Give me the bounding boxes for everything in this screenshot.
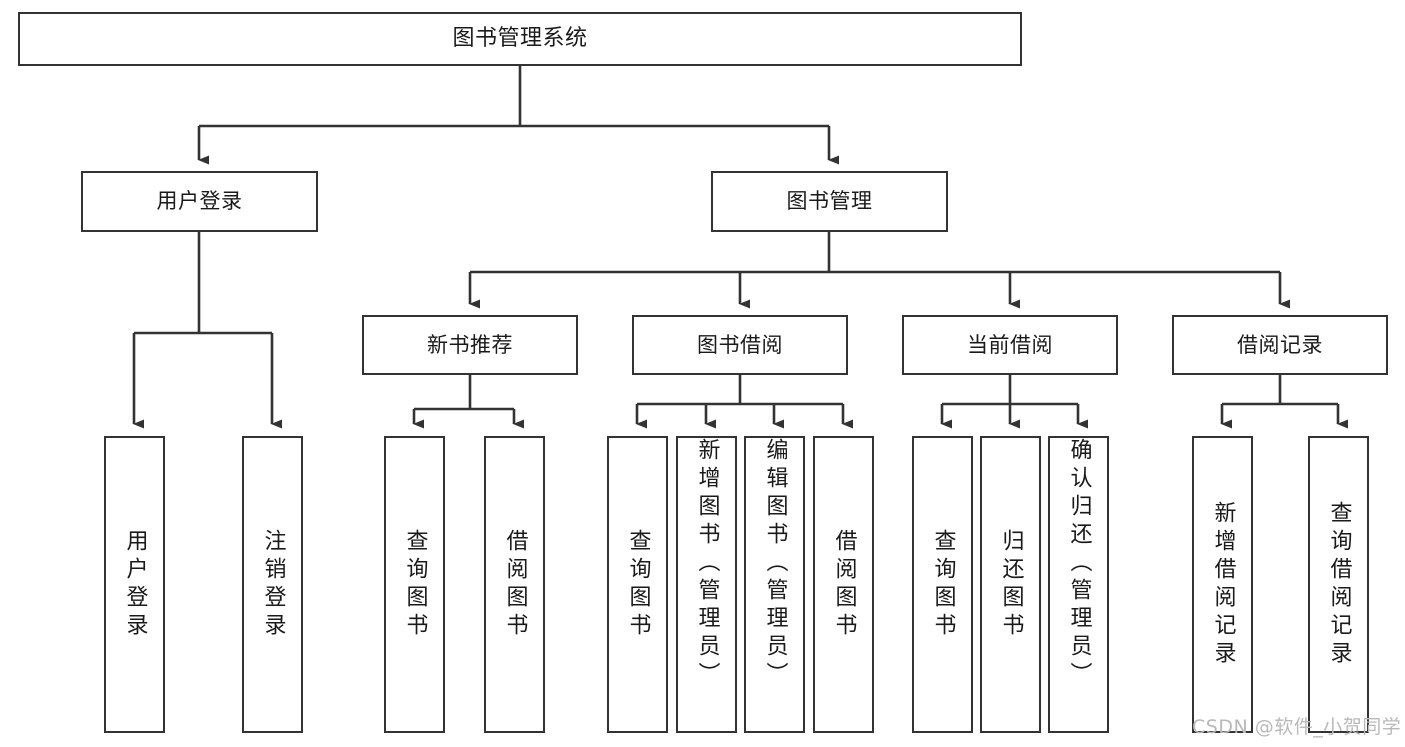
node-label: 编辑图书（管理员） (762, 438, 788, 690)
node-label: 新书推荐 (427, 332, 513, 357)
node-user-login[interactable]: 用户登录 (81, 171, 318, 232)
node-label: 借阅记录 (1237, 332, 1323, 357)
leaf-borrow-borrow-book[interactable]: 借阅图书 (813, 436, 874, 733)
node-label: 注销登录 (260, 528, 286, 641)
csdn-watermark: CSDN @软件_小贺同学 (1192, 716, 1402, 738)
node-label: 新增借阅记录 (1210, 500, 1236, 669)
node-label: 用户登录 (156, 189, 243, 214)
leaf-current-confirm-return[interactable]: 确认归还（管理员） (1048, 436, 1109, 733)
leaf-borrow-add-book[interactable]: 新增图书（管理员） (676, 436, 737, 733)
node-root-system[interactable]: 图书管理系统 (18, 12, 1022, 66)
node-label: 新增图书（管理员） (694, 438, 720, 690)
leaf-recommend-borrow-book[interactable]: 借阅图书 (484, 436, 545, 733)
node-label: 查询图书 (402, 528, 428, 641)
node-label: 借阅图书 (502, 528, 528, 641)
leaf-recommend-query-book[interactable]: 查询图书 (384, 436, 445, 733)
leaf-current-return-book[interactable]: 归还图书 (980, 436, 1041, 733)
node-label: 查询图书 (625, 528, 651, 641)
node-label: 当前借阅 (967, 332, 1053, 357)
node-book-borrow[interactable]: 图书借阅 (632, 315, 848, 375)
node-new-book-recommend[interactable]: 新书推荐 (362, 315, 578, 375)
leaf-borrow-edit-book[interactable]: 编辑图书（管理员） (744, 436, 805, 733)
node-label: 图书借阅 (697, 332, 783, 357)
leaf-record-add-record[interactable]: 新增借阅记录 (1192, 436, 1253, 733)
node-label: 确认归还（管理员） (1066, 438, 1092, 690)
node-label: 借阅图书 (831, 528, 857, 641)
leaf-user-login-signin[interactable]: 用户登录 (104, 436, 165, 733)
node-borrow-record[interactable]: 借阅记录 (1172, 315, 1388, 375)
node-label: 查询借阅记录 (1326, 500, 1352, 669)
leaf-record-query-record[interactable]: 查询借阅记录 (1308, 436, 1369, 733)
node-label: 查询图书 (930, 528, 956, 641)
node-current-borrow[interactable]: 当前借阅 (902, 315, 1118, 375)
node-book-management[interactable]: 图书管理 (711, 171, 948, 232)
node-label: 用户登录 (122, 528, 148, 641)
leaf-current-query-book[interactable]: 查询图书 (912, 436, 973, 733)
node-label: 图书管理 (786, 189, 873, 214)
node-label: 归还图书 (998, 528, 1024, 641)
leaf-borrow-query-book[interactable]: 查询图书 (607, 436, 668, 733)
leaf-user-login-signout[interactable]: 注销登录 (242, 436, 303, 733)
node-label: 图书管理系统 (452, 26, 588, 52)
